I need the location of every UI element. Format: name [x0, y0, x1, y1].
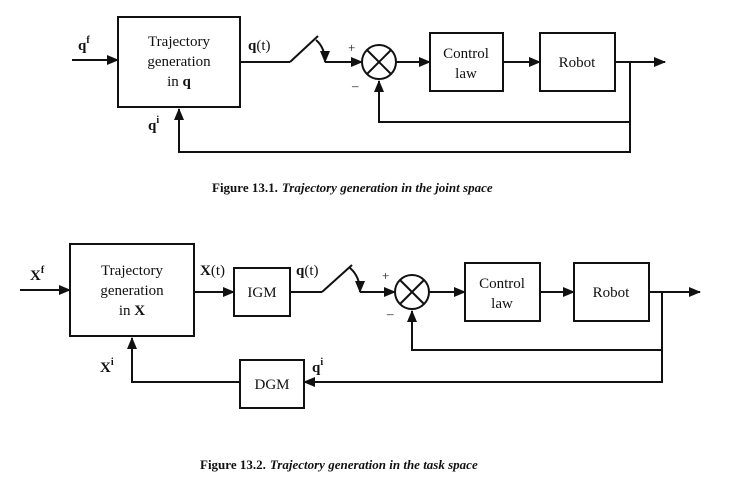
plus-sign: + [382, 268, 389, 283]
outer-feedback-line [174, 108, 631, 153]
dgm-box [239, 359, 305, 409]
robot-box [573, 262, 650, 322]
feedback-label: Xi [100, 357, 114, 376]
traj-box-line3: in X [119, 303, 145, 319]
switch-arc [349, 267, 365, 293]
trajectory-generation-box [69, 243, 195, 337]
igm-output-label: q(t) [296, 263, 319, 279]
traj-box-line2: generation [147, 54, 211, 70]
input-label: qf [78, 35, 90, 54]
inner-feedback-line [407, 292, 663, 351]
traj-box-line2: generation [100, 283, 164, 299]
inner-feedback-line [374, 62, 631, 123]
figure-1-caption: Figure 13.1.Trajectory generation in the… [212, 180, 493, 195]
traj-box-line3: in q [167, 74, 191, 90]
dgm-input-label: qi [312, 357, 323, 376]
plus-sign: + [348, 40, 355, 55]
igm-label: IGM [247, 285, 276, 301]
traj-box-line1: Trajectory [148, 34, 210, 50]
traj-output-label: X(t) [200, 263, 225, 279]
control-line2: law [491, 296, 513, 312]
figure-13-2: Xf Trajectory generation in X X(t) IGM q… [20, 243, 701, 472]
control-line2: law [455, 66, 477, 82]
minus-sign: – [351, 78, 359, 93]
robot-label: Robot [559, 55, 597, 71]
sampler-switch [289, 35, 319, 63]
minus-sign: – [386, 306, 394, 321]
figure-13-1: qf Trajectory generation in q q(t) + – C… [72, 16, 666, 195]
control-line1: Control [443, 46, 489, 62]
figure-2-caption: Figure 13.2.Trajectory generation in the… [200, 457, 478, 472]
outer-feedback-line [127, 337, 240, 383]
robot-label: Robot [593, 285, 631, 301]
dgm-label: DGM [254, 377, 289, 393]
feedback-label: qi [148, 115, 159, 134]
switch-arc [315, 39, 330, 63]
sampler-switch [321, 264, 353, 293]
robot-box [539, 32, 616, 92]
dgm-input-line [303, 350, 663, 387]
traj-box-line1: Trajectory [101, 263, 163, 279]
input-label: Xf [30, 265, 45, 284]
output-label: q(t) [248, 38, 271, 54]
control-law-box [429, 32, 504, 92]
control-law-box [464, 262, 541, 322]
control-line1: Control [479, 276, 525, 292]
